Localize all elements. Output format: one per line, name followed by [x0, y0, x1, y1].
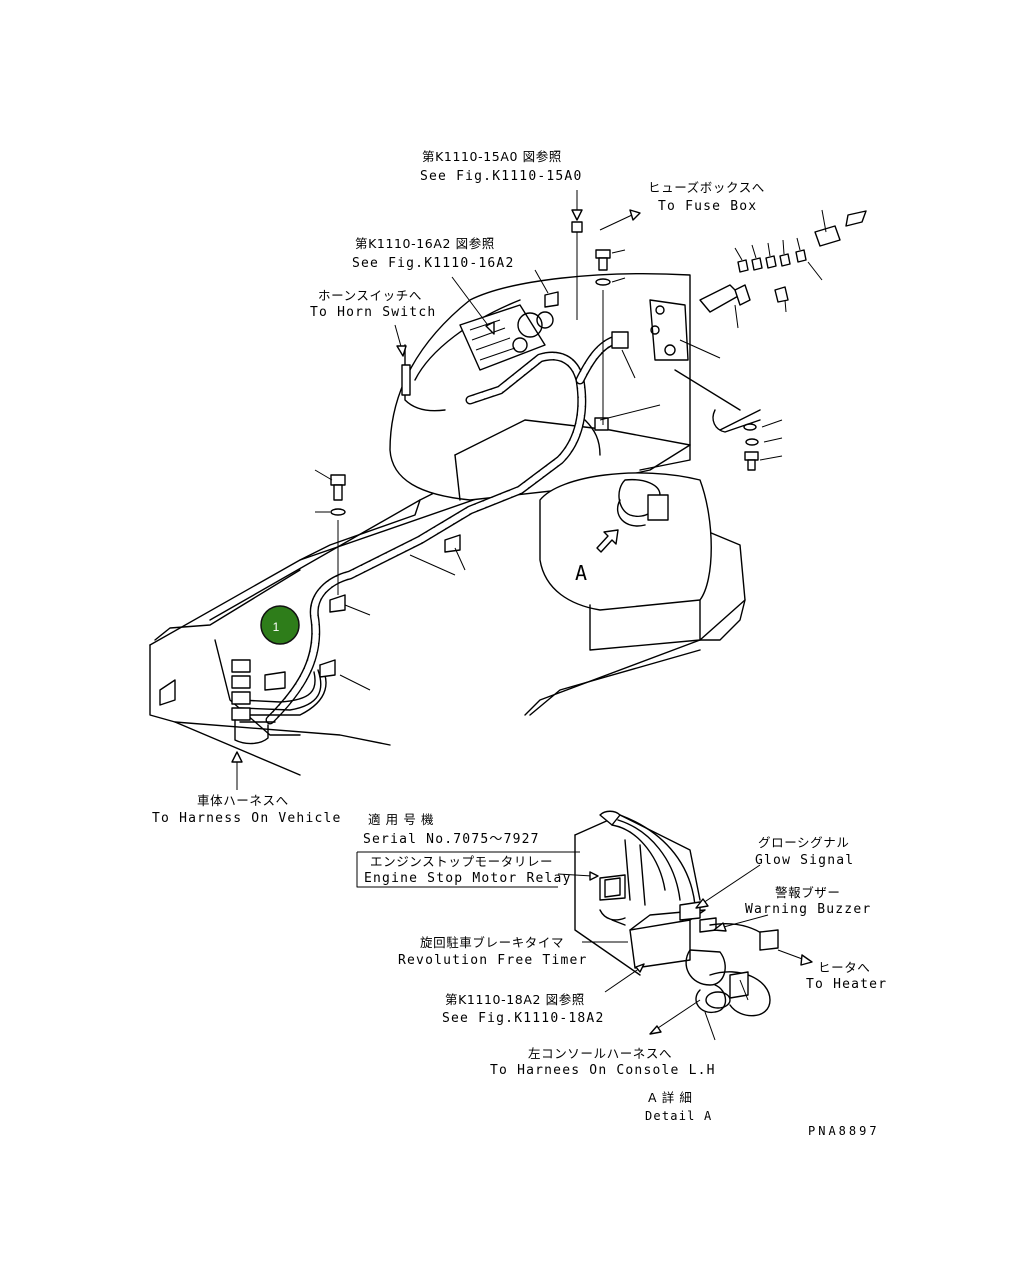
- see-fig-18a2-jp: 第K1110-18A2 図参照: [445, 992, 585, 1007]
- detail-a-assembly: [356, 810, 813, 1041]
- main-assembly: [149, 190, 867, 790]
- heater-jp: ヒータへ: [818, 960, 870, 975]
- labels: 第K1110-15A0 図参照 See Fig.K1110-15A0 ヒューズボ…: [152, 149, 887, 1138]
- callout-1-circle[interactable]: [260, 605, 300, 645]
- horn-switch-en: To Horn Switch: [310, 305, 436, 320]
- stop-relay-en: Engine Stop Motor Relay: [364, 871, 572, 886]
- warning-buzzer-jp: 警報ブザー: [775, 885, 841, 900]
- detail-marker-label: A: [575, 561, 588, 585]
- detail-a-jp: A 詳 細: [648, 1090, 693, 1105]
- see-fig-18a2-en: See Fig.K1110-18A2: [442, 1011, 604, 1026]
- vehicle-harness-en: To Harness On Vehicle: [152, 811, 342, 826]
- heater-en: To Heater: [806, 977, 887, 992]
- fuse-box-jp: ヒューズボックスへ: [648, 180, 765, 195]
- serial-en: Serial No.7075～7927: [363, 832, 540, 847]
- timer-jp: 旋回駐車ブレーキタイマ: [420, 935, 564, 950]
- see-fig-16a2-jp: 第K1110-16A2 図参照: [355, 236, 495, 251]
- stop-relay-jp: エンジンストップモータリレー: [370, 854, 553, 869]
- console-en: To Harnees On Console L.H: [490, 1063, 716, 1078]
- drawing-number: PNA8897: [808, 1124, 880, 1138]
- callout-1[interactable]: 1: [260, 605, 300, 645]
- glow-signal-jp: グローシグナル: [758, 835, 849, 850]
- vehicle-harness-jp: 車体ハーネスへ: [197, 793, 289, 808]
- horn-switch-jp: ホーンスイッチへ: [318, 288, 422, 303]
- see-fig-15a0-en: See Fig.K1110-15A0: [420, 169, 582, 184]
- warning-buzzer-en: Warning Buzzer: [745, 902, 871, 917]
- see-fig-16a2-en: See Fig.K1110-16A2: [352, 256, 514, 271]
- serial-jp: 適 用 号 機: [368, 812, 434, 827]
- glow-signal-en: Glow Signal: [755, 853, 854, 868]
- console-jp: 左コンソールハーネスへ: [528, 1046, 672, 1061]
- timer-en: Revolution Free Timer: [398, 953, 588, 968]
- detail-a-en: Detail A: [645, 1109, 712, 1123]
- callout-1-number[interactable]: 1: [273, 620, 280, 634]
- fuse-box-en: To Fuse Box: [658, 199, 757, 214]
- see-fig-15a0-jp: 第K1110-15A0 図参照: [422, 149, 562, 164]
